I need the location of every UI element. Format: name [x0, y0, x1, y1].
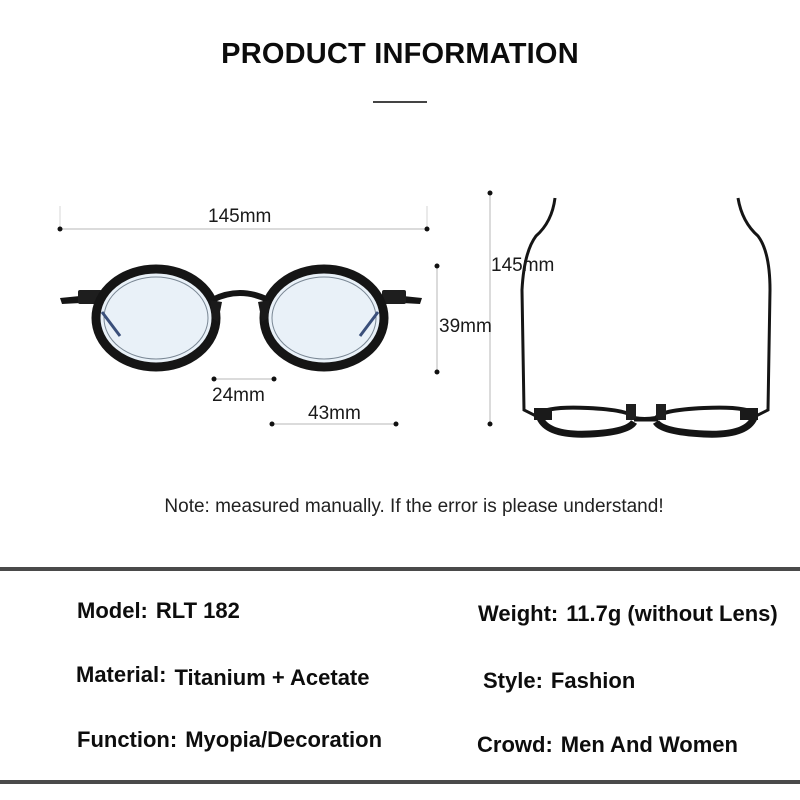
spec-model-value: RLT 182	[155, 598, 240, 623]
lens-height-label: 39mm	[439, 316, 492, 337]
spec-model: Model: RLT 182	[77, 598, 240, 624]
spec-crowd-value: Men And Women	[560, 732, 738, 757]
lens-width-label: 43mm	[308, 403, 361, 424]
spec-weight-value: 11.7g (without Lens)	[566, 601, 778, 626]
spec-style-label: Style:	[483, 668, 543, 693]
temple-length-dimension	[487, 190, 493, 427]
specs-top-rule	[0, 567, 800, 571]
temple-length-label: 145mm	[491, 255, 555, 276]
lens-width-dimension	[269, 421, 399, 427]
spec-material-value: Titanium + Acetate	[174, 665, 370, 690]
bridge-dimension	[211, 376, 277, 382]
spec-crowd-label: Crowd:	[477, 732, 553, 757]
spec-style-value: Fashion	[550, 668, 636, 693]
total-width-label: 145mm	[208, 206, 272, 227]
bridge-width-label: 24mm	[212, 385, 265, 406]
glasses-dimension-diagram	[57, 190, 772, 438]
front-view-glasses	[60, 264, 422, 372]
spec-style: Style: Fashion	[483, 668, 635, 694]
spec-function-label: Function:	[77, 727, 178, 752]
spec-weight-label: Weight:	[478, 601, 559, 626]
spec-crowd: Crowd: Men And Women	[477, 732, 738, 758]
spec-material-label: Material:	[76, 662, 167, 687]
title-underline	[373, 101, 427, 103]
spec-function-value: Myopia/Decoration	[185, 727, 383, 752]
total-width-dimension	[57, 206, 430, 232]
measurement-note: Note: measured manually. If the error is…	[164, 496, 664, 517]
spec-weight: Weight: 11.7g (without Lens)	[478, 601, 778, 627]
top-view-glasses	[520, 197, 772, 438]
spec-material: Material: Titanium + Acetate	[76, 662, 370, 690]
page-title: PRODUCT INFORMATION	[221, 38, 579, 70]
spec-function: Function: Myopia/Decoration	[77, 727, 382, 753]
specs-bottom-rule	[0, 780, 800, 784]
lens-height-dimension	[434, 263, 440, 375]
spec-model-label: Model:	[77, 598, 148, 623]
